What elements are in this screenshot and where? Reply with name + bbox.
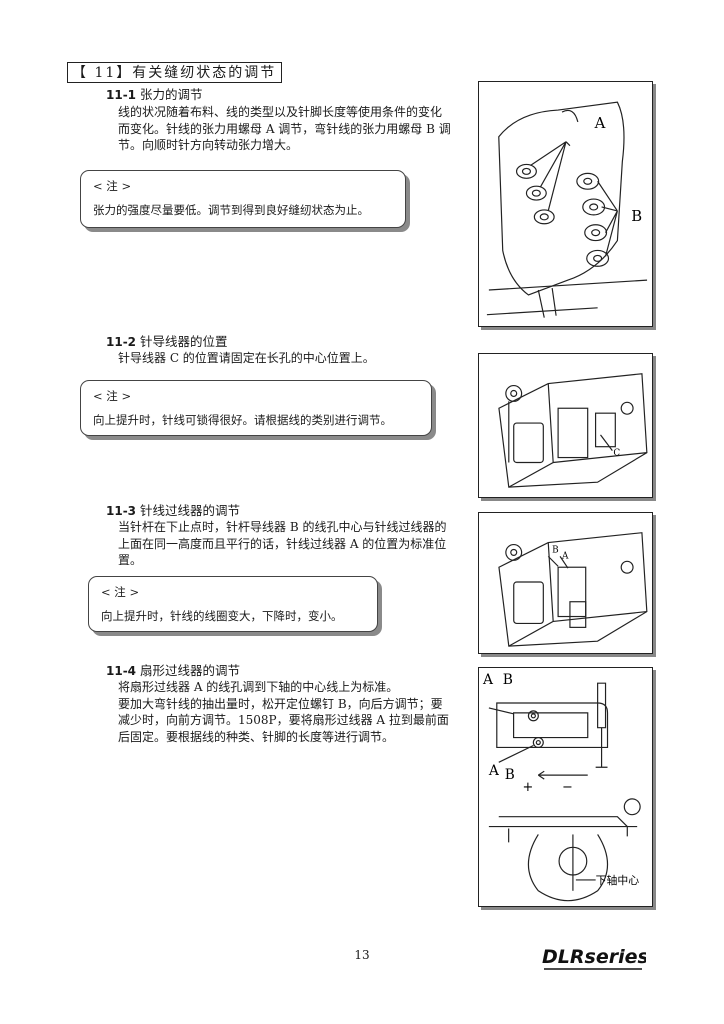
page-number: 13: [354, 948, 370, 962]
subsection-11-1-heading: 11-1 张力的调节: [106, 87, 203, 103]
note-text: 向上提升时，针线的线圈变大，下降时，变小。: [101, 609, 343, 623]
series-logo: DLRseries: [538, 940, 646, 972]
tension-diagram: A B: [486, 101, 648, 318]
subsection-title: 张力的调节: [140, 87, 203, 102]
needle-guide-diagram: C: [498, 373, 648, 488]
note-text: 向上提升时，针线可锁得很好。请根据线的类别进行调节。: [93, 413, 392, 427]
subsection-11-3-heading: 11-3 针线过线器的调节: [106, 503, 240, 519]
figure-needle-thread-guide: C: [478, 353, 653, 498]
label-a: A: [594, 115, 606, 132]
figure-looper-thread-take-up: A B A B + − 下轴中心: [478, 667, 653, 907]
subsection-11-4-body: 将扇形过线器 A 的线孔调到下轴的中心线上为标准。 要加大弯针线的抽出量时，松开…: [118, 679, 470, 745]
label-b: B: [552, 545, 559, 555]
label-c: C: [613, 449, 620, 459]
figure-needle-thread-take-up: B A: [478, 512, 653, 654]
subsection-11-2-body: 针导线器 C 的位置请固定在长孔的中心位置上。: [118, 350, 468, 367]
logo-text: DLRseries: [542, 946, 646, 968]
subsection-number: 11-4: [106, 664, 137, 678]
subsection-11-2-heading: 11-2 针导线器的位置: [106, 334, 228, 350]
body-line: 上面在同一高度而且平行的话，针线过线器 A 的位置为标准位: [118, 536, 447, 551]
subsection-title: 针线过线器的调节: [140, 503, 241, 518]
note-box-11-1: < 注 > 张力的强度尽量要低。调节到得到良好缝纫状态为止。: [80, 170, 406, 228]
subsection-11-4-heading: 11-4 扇形过线器的调节: [106, 663, 240, 679]
label-b: B: [631, 208, 642, 225]
subsection-number: 11-1: [106, 88, 137, 102]
body-line: 线的状况随着布料、线的类型以及针脚长度等使用条件的变化: [118, 105, 443, 119]
body-line: 将扇形过线器 A 的线孔调到下轴的中心线上为标准。: [118, 680, 399, 694]
body-line: 减少时，向前方调节。1508P，要将扇形过线器 A 拉到最前面: [118, 713, 449, 727]
body-line: 针导线器 C 的位置请固定在长孔的中心位置上。: [118, 351, 375, 365]
label-b-top: B: [503, 672, 513, 688]
body-line: 后固定。要根据线的种类、针脚的长度等进行调节。: [118, 729, 395, 744]
label-a: A: [561, 551, 569, 561]
subsection-number: 11-2: [106, 335, 137, 349]
subsection-11-3-body: 当针杆在下止点时，针杆导线器 B 的线孔中心与针线过线器的 上面在同一高度而且平…: [118, 519, 468, 569]
note-title: < 注 >: [101, 585, 140, 599]
body-line: 置。: [118, 553, 143, 567]
label-b-bottom: B: [505, 767, 515, 783]
label-lower-shaft-center: 下轴中心: [596, 873, 640, 887]
take-up-diagram: B A: [498, 532, 648, 647]
body-line: 要加大弯针线的抽出量时，松开定位螺钉 B，向后方调节；要: [118, 696, 443, 711]
note-box-11-2: < 注 > 向上提升时，针线可锁得很好。请根据线的类别进行调节。: [80, 380, 432, 436]
figure-tension-nuts: A B: [478, 81, 653, 327]
label-a-bottom: A: [488, 763, 500, 779]
label-minus: −: [562, 780, 573, 795]
body-line: 节。向顺时针方向转动张力增大。: [118, 138, 299, 152]
dlr-logo: DLRseries: [542, 946, 646, 970]
label-a-top: A: [482, 672, 494, 688]
note-text: 张力的强度尽量要低。调节到得到良好缝纫状态为止。: [93, 203, 369, 217]
note-box-11-3: < 注 > 向上提升时，针线的线圈变大，下降时，变小。: [88, 576, 378, 632]
note-title: < 注 >: [93, 179, 132, 193]
subsection-11-1-body: 线的状况随着布料、线的类型以及针脚长度等使用条件的变化 而变化。针线的张力用螺母…: [118, 104, 468, 154]
note-title: < 注 >: [93, 389, 132, 403]
subsection-title: 针导线器的位置: [140, 334, 228, 349]
subsection-title: 扇形过线器的调节: [140, 663, 241, 678]
body-line: 当针杆在下止点时，针杆导线器 B 的线孔中心与针线过线器的: [118, 520, 447, 534]
body-line: 而变化。针线的张力用螺母 A 调节，弯针线的张力用螺母 B 调: [118, 121, 451, 136]
looper-diagram: A B A B + − 下轴中心: [482, 672, 641, 902]
subsection-number: 11-3: [106, 504, 137, 518]
section-title: 【 11】有关缝纫状态的调节: [67, 62, 282, 83]
label-plus: +: [522, 780, 533, 795]
